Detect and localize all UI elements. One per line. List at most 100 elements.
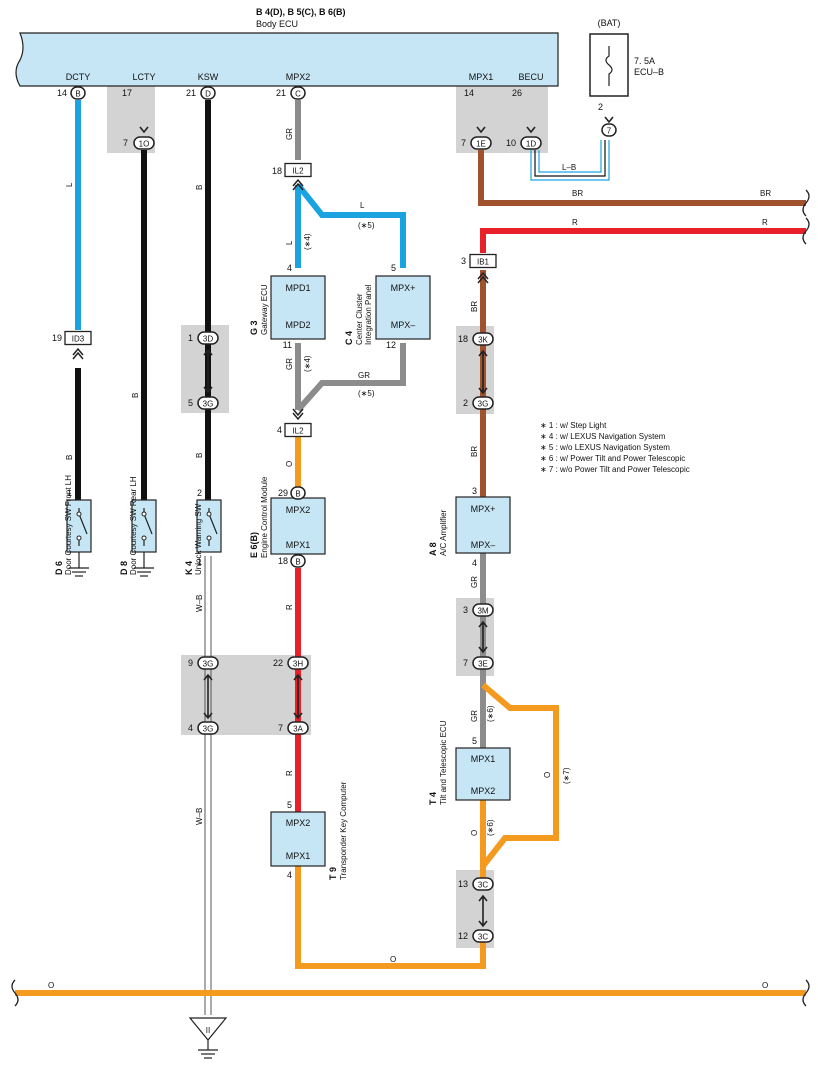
junction-oval: 3C [472, 929, 494, 943]
ib1-connector: IB1 [469, 253, 497, 269]
wire-label: B [195, 185, 204, 190]
a8-pin-top: MPX+ [471, 504, 496, 514]
t9-code: T 9 [328, 867, 338, 880]
pin-number: 5 [391, 263, 396, 273]
ecu-terminal-label: MPX2 [286, 72, 311, 82]
wire-label: B [65, 455, 74, 460]
svg-text:3G: 3G [478, 400, 489, 409]
ground-icons [69, 552, 218, 1059]
e6-pin-top: MPX2 [286, 505, 311, 515]
wire-label: R [285, 604, 294, 610]
legend-line: ∗ 6 : w/ Power Tilt and Power Telescopic [540, 454, 685, 463]
pin-oval: B [290, 486, 306, 500]
junction-oval: 1E [470, 136, 492, 150]
e6-name: Engine Control Module [260, 476, 269, 558]
wire-label: L–B [562, 163, 576, 172]
wire-label: GR [470, 576, 479, 588]
il2-bottom-connector: IL2 [284, 422, 312, 438]
svg-text:3G: 3G [203, 400, 214, 409]
junction-oval: 3H [287, 656, 309, 670]
svg-text:ID3: ID3 [72, 335, 85, 344]
terminal-arrow-icon [604, 116, 614, 124]
svg-text:3C: 3C [478, 933, 488, 942]
junction-oval: 3G [472, 396, 494, 410]
legend-line: ∗ 4 : w/ LEXUS Navigation System [540, 432, 666, 441]
svg-text:1O: 1O [139, 140, 150, 149]
k4-name: Unlock Warning SW [194, 503, 203, 575]
pin-number: 26 [512, 88, 522, 98]
wire-label: O [762, 981, 768, 990]
wire-l-c4 [295, 183, 406, 268]
note-label: (∗6) [486, 819, 495, 836]
wire-label: O [543, 772, 552, 778]
wire-label: R [285, 770, 294, 776]
wire-label: GR [358, 371, 370, 380]
svg-text:7: 7 [607, 127, 612, 136]
note-label: (∗6) [486, 705, 495, 722]
pin-number: 14 [57, 88, 67, 98]
t4-box [455, 747, 511, 801]
a8-name: A/C Amplifier [439, 509, 448, 556]
wire-label: GR [285, 358, 294, 370]
pin-oval: C [290, 86, 306, 100]
d6-name: Door Courtesy SW Front LH [64, 475, 73, 575]
legend-line: ∗ 5 : w/o LEXUS Navigation System [540, 443, 670, 452]
junction-oval: 3G [197, 396, 219, 410]
junction-oval: 3C [472, 877, 494, 891]
pin-number: 21 [276, 88, 286, 98]
wire-label: L [360, 201, 365, 210]
terminal-arrow-icon [477, 271, 489, 284]
t9-pin-bot: MPX1 [286, 851, 311, 861]
note-label: (∗7) [562, 767, 571, 784]
ecu-code: B 4(D), B 5(C), B 6(B) [256, 7, 346, 17]
d6-code: D 6 [54, 561, 64, 575]
terminal-arrow-icon [526, 126, 536, 134]
junction-oval: 3G [197, 656, 219, 670]
wire-o-t9 [295, 866, 486, 969]
junction-oval: 3G [197, 721, 219, 735]
wire-mpx1-br [478, 150, 806, 206]
ecu-terminal-label: MPX1 [469, 72, 494, 82]
pin-number: 7 [278, 723, 283, 733]
c4-box [375, 275, 431, 340]
pin-number: 5 [472, 736, 477, 746]
a8-code: A 8 [428, 542, 438, 556]
fuse-name: ECU–B [634, 67, 664, 77]
wire-lb [530, 140, 610, 181]
pin-oval: B [70, 86, 86, 100]
fuse-icon [605, 46, 613, 86]
e6-code: E 6(B) [249, 532, 259, 558]
pin-number: 10 [506, 138, 516, 148]
t4-name: Tilt and Telescopic ECU [439, 720, 448, 805]
bat-pin: 2 [598, 102, 603, 112]
ecu-terminal-label: LCTY [132, 72, 155, 82]
junction-oval: 1O [133, 136, 155, 150]
junction-link-icon [203, 673, 213, 720]
wire-label: L [285, 240, 294, 245]
k4-code: K 4 [184, 561, 194, 575]
pin-number: 5 [287, 800, 292, 810]
wire-label: GR [285, 128, 294, 140]
wire-label: W–B [195, 808, 204, 825]
pin-number: 7 [461, 138, 466, 148]
junction-oval: 3A [287, 721, 309, 735]
wire-label: O [48, 981, 54, 990]
pin-number: 1 [197, 557, 202, 567]
junction-link-icon [478, 349, 488, 395]
svg-text:3G: 3G [203, 725, 214, 734]
pin-number: 2 [463, 398, 468, 408]
fuse-rating: 7. 5A [634, 56, 655, 66]
component-boxes [270, 275, 511, 867]
pin-number: 29 [278, 488, 288, 498]
pin-number: 2 [197, 488, 202, 498]
e6-box [270, 497, 326, 555]
wire-gr-c4 [295, 343, 406, 412]
svg-text:IB1: IB1 [477, 258, 490, 267]
pin-number: 18 [272, 166, 282, 176]
c4-pin-bot: MPX– [391, 320, 416, 330]
wire-label: O [285, 461, 294, 467]
pin-number: 7 [123, 138, 128, 148]
wire-label: BR [470, 301, 479, 312]
